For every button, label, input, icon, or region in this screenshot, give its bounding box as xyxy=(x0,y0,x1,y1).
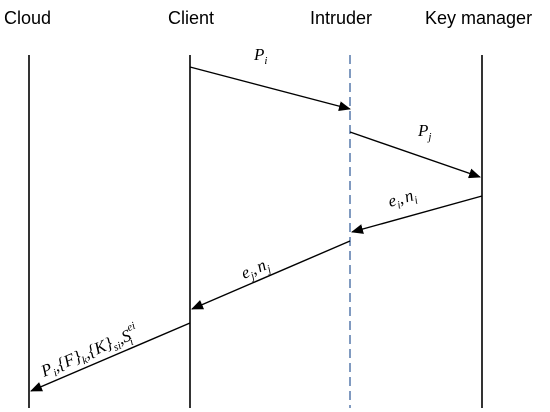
message-label-pj: Pj xyxy=(417,121,431,143)
participant-cloud-label: Cloud xyxy=(4,8,51,28)
message-arrow-ej-nj xyxy=(191,240,351,310)
message-arrow-pi xyxy=(189,66,351,112)
message-arrow-ei-ni xyxy=(351,195,483,234)
participant-key-manager-label: Key manager xyxy=(425,8,532,28)
participant-intruder-label: Intruder xyxy=(310,8,372,28)
participant-client-label: Client xyxy=(168,8,214,28)
message-label-cloud-upload: Pi,{F}k,{K}si,Seii xyxy=(36,320,143,385)
message-label-ei-ni: ei,ni xyxy=(386,185,419,214)
message-label-pi: Pi xyxy=(253,45,267,67)
message-label-ej-nj: ej,nj xyxy=(238,254,273,285)
message-arrow-cloud-upload xyxy=(30,322,191,392)
message-arrow-pj xyxy=(349,131,481,179)
